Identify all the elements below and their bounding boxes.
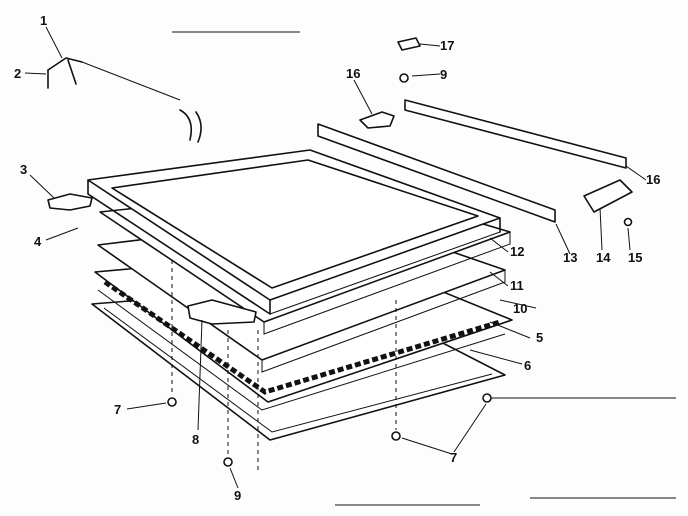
screw-9-bottom xyxy=(223,457,233,467)
screw-9-top xyxy=(399,73,409,83)
callout-label: 16 xyxy=(646,172,660,187)
leader-lines xyxy=(24,26,647,489)
callout-label: 7 xyxy=(450,450,457,465)
front-hinge-part xyxy=(187,299,257,325)
callout-label: 14 xyxy=(596,250,611,265)
screw-7-right xyxy=(482,393,492,403)
callout-label: 8 xyxy=(192,432,199,447)
callout-label: 7 xyxy=(114,402,121,417)
top-bracket-part xyxy=(47,57,202,143)
bracket-18-part xyxy=(359,111,395,129)
top-strip-part xyxy=(404,99,627,169)
callout-label: 1 xyxy=(40,13,47,28)
callout-label: 2 xyxy=(14,66,21,81)
callout-label: 4 xyxy=(34,234,42,249)
callout-label: 15 xyxy=(628,250,642,265)
callout-label: 5 xyxy=(536,330,543,345)
screw-7-bottom xyxy=(391,431,401,441)
callout-label: 11 xyxy=(510,278,524,293)
callout-label: 3 xyxy=(20,162,27,177)
rear-rail-part xyxy=(317,123,556,223)
callout-label: 13 xyxy=(563,250,577,265)
callout-label: 12 xyxy=(510,244,524,259)
callout-label: 16 xyxy=(346,66,360,81)
screw-15 xyxy=(623,217,633,227)
handle-part xyxy=(583,179,633,213)
left-hinge-part xyxy=(47,193,93,211)
callout-label: 9 xyxy=(234,488,241,503)
screw-7-left xyxy=(167,397,177,407)
callout-label: 10 xyxy=(513,301,527,316)
main-frame-part xyxy=(87,149,501,315)
callout-label: 6 xyxy=(524,358,531,373)
callout-label: 9 xyxy=(440,67,447,82)
callout-label: 17 xyxy=(440,38,454,53)
clip-17-part xyxy=(397,37,421,51)
